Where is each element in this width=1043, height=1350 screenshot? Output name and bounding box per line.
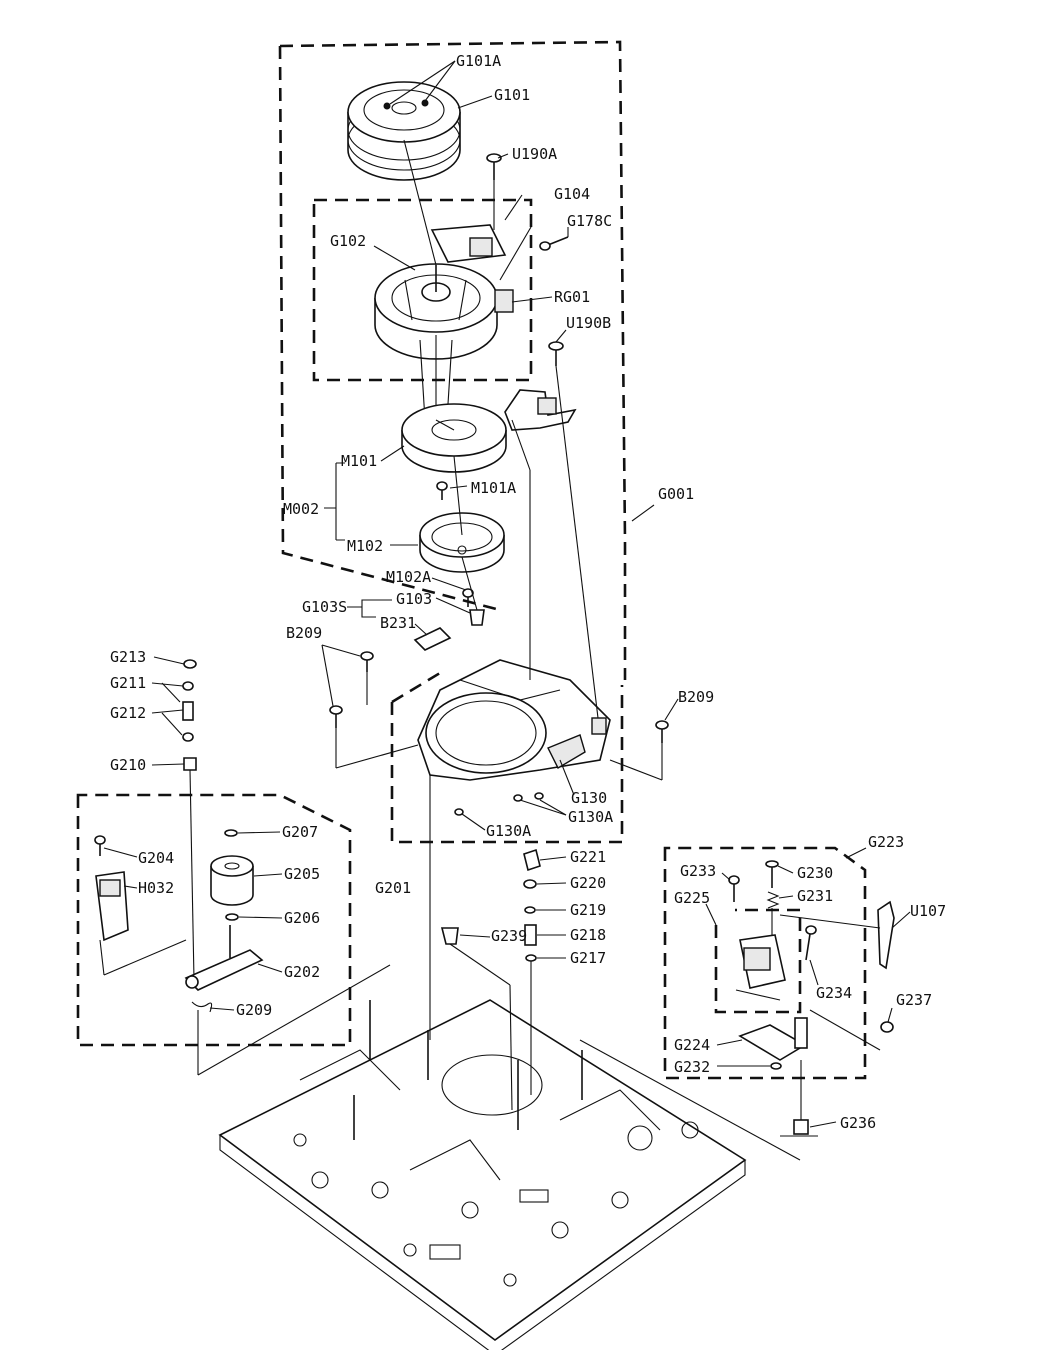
- motor-rotor-m102: [419, 512, 505, 573]
- label-u190a: U190A: [512, 145, 557, 163]
- label-g209: G209: [236, 1001, 272, 1019]
- label-g221: G221: [570, 848, 606, 866]
- label-g217: G217: [570, 949, 606, 967]
- label-g103s: G103S: [302, 598, 347, 616]
- screws-g130a: [454, 792, 544, 816]
- label-g101: G101: [494, 86, 530, 104]
- label-m002: M002: [283, 500, 319, 518]
- washer-g207: [224, 829, 238, 837]
- lever-u107: [877, 900, 895, 970]
- label-g104: G104: [554, 185, 590, 203]
- label-g212: G212: [110, 704, 146, 722]
- nut-g237: [880, 1021, 894, 1033]
- label-u107: U107: [910, 902, 946, 920]
- label-g205: G205: [284, 865, 320, 883]
- label-g211: G211: [110, 674, 146, 692]
- board-g104: [430, 224, 514, 313]
- holder-h032: [95, 871, 129, 942]
- screw-b209-lower: [329, 705, 343, 728]
- label-g101a: G101A: [456, 52, 501, 70]
- leader-lines: [103, 60, 911, 1128]
- label-g207: G207: [282, 823, 318, 841]
- label-g219: G219: [570, 901, 606, 919]
- pin-g230: [765, 860, 779, 888]
- washer-g232: [770, 1062, 782, 1070]
- assembly-boundary-g001: [278, 40, 627, 680]
- label-g237: G237: [896, 991, 932, 1009]
- washer-g206: [225, 913, 239, 921]
- label-g210: G210: [110, 756, 146, 774]
- label-g220: G220: [570, 874, 606, 892]
- base-plate-g224: [738, 1017, 808, 1061]
- assembly-boundary-g130: [390, 668, 624, 844]
- bearing-g103: [469, 609, 485, 626]
- label-m101: M101: [341, 452, 377, 470]
- label-g232: G232: [674, 1058, 710, 1076]
- drum-base-g130: [417, 659, 611, 781]
- label-m102a: M102A: [386, 568, 431, 586]
- label-b209-right: B209: [678, 688, 714, 706]
- label-m101a: M101A: [471, 479, 516, 497]
- label-g202: G202: [284, 963, 320, 981]
- label-h032: H032: [138, 879, 174, 897]
- label-g130a-low: G130A: [486, 822, 531, 840]
- gear-g239: [440, 927, 459, 945]
- screw-b209-right: [655, 720, 669, 743]
- label-g218: G218: [570, 926, 606, 944]
- label-g206: G206: [284, 909, 320, 927]
- pinch-roller-g205: [210, 855, 254, 906]
- screw-u190a: [486, 153, 502, 180]
- part-labels: G101A G101 U190A G104 G178C G102 RG01 U1…: [110, 52, 946, 1132]
- spring-g231: [766, 891, 780, 909]
- spring-g209: [191, 1001, 213, 1013]
- label-g213: G213: [110, 648, 146, 666]
- label-g230: G230: [797, 864, 833, 882]
- label-g233: G233: [680, 862, 716, 880]
- label-g236: G236: [840, 1114, 876, 1132]
- screw-m102a: [462, 588, 474, 607]
- label-b209-left: B209: [286, 624, 322, 642]
- upper-drum-g101: [347, 81, 461, 181]
- assembly-boundary-g223: [663, 846, 867, 1080]
- screw-m101a: [436, 481, 448, 500]
- bracket-b231: [413, 627, 452, 651]
- label-rg01: RG01: [554, 288, 590, 306]
- label-g001: G001: [658, 485, 694, 503]
- block-g225: [739, 934, 786, 989]
- label-g103: G103: [396, 590, 432, 608]
- screw-g233: [728, 875, 740, 902]
- label-g201: G201: [375, 879, 411, 897]
- arm-g202: [184, 925, 264, 991]
- label-g130: G130: [571, 789, 607, 807]
- screw-g178c: [539, 236, 569, 251]
- label-g231: G231: [797, 887, 833, 905]
- assembly-boundary-g201: [76, 793, 352, 1047]
- left-stack-parts: [182, 659, 197, 981]
- label-g239: G239: [491, 927, 527, 945]
- screw-g204: [94, 835, 106, 856]
- label-g224: G224: [674, 1036, 710, 1054]
- screw-b209-upper: [360, 651, 374, 672]
- projection-lines: [99, 139, 881, 1161]
- label-g234: G234: [816, 984, 852, 1002]
- screw-g234: [805, 925, 817, 961]
- label-m102: M102: [347, 537, 383, 555]
- main-chassis: [218, 999, 747, 1350]
- screw-u190b: [548, 341, 564, 366]
- label-u190b: U190B: [566, 314, 611, 332]
- label-g225: G225: [674, 889, 710, 907]
- label-g102: G102: [330, 232, 366, 250]
- motor-stator-m101: [401, 389, 577, 473]
- bushing-g236: [780, 1119, 818, 1137]
- label-g223: G223: [868, 833, 904, 851]
- label-g204: G204: [138, 849, 174, 867]
- label-g178c: G178C: [567, 212, 612, 230]
- assembly-boundary-g225: [714, 908, 802, 1014]
- label-g130a-mid: G130A: [568, 808, 613, 826]
- label-b231: B231: [380, 614, 416, 632]
